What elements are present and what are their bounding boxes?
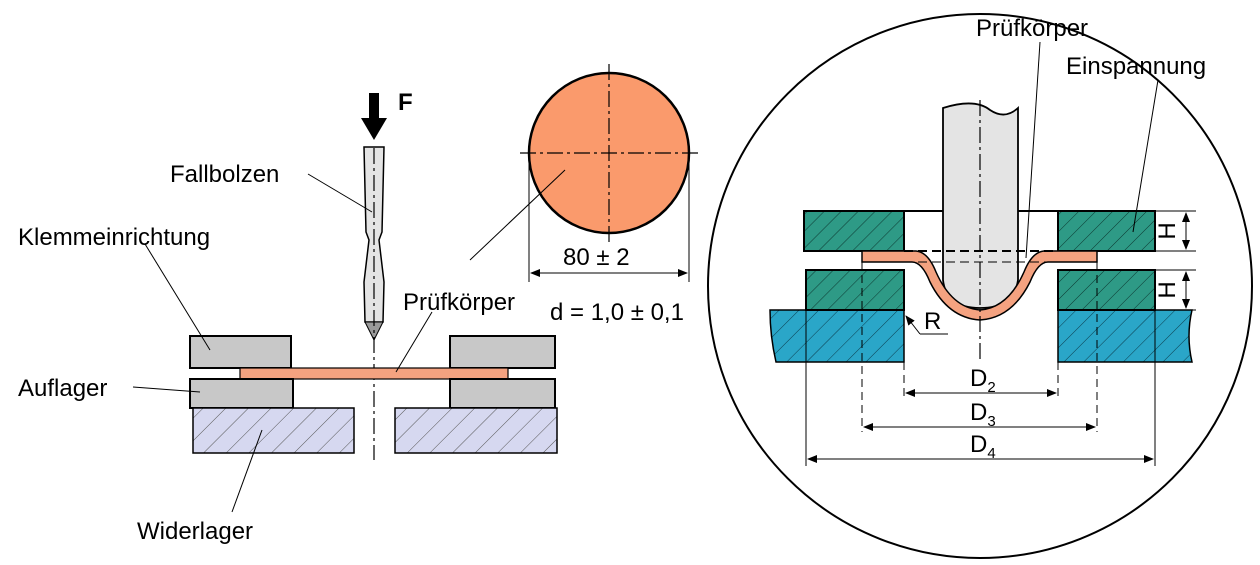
support-left [189,378,294,409]
leader-auflager [132,386,201,393]
label-radius: R [924,308,941,335]
abutment-right [394,407,558,454]
lower-clamp-right [1057,269,1156,311]
leader-widerlager [231,429,263,513]
leader-einspannung [1132,79,1159,233]
specimen-disc-view: 80 ± 2 d = 1,0 ± 0,1 [469,64,698,326]
abutment-left [192,407,355,454]
leader-disc-to-specimen [469,169,566,261]
label-d4: D4 [970,431,996,462]
lower-clamp-left [805,269,905,311]
dimension-thickness: d = 1,0 ± 0,1 [550,299,684,326]
dimension-diameter: 80 ± 2 [563,244,630,271]
label-h-top: H [1154,222,1181,239]
support-right [449,378,556,409]
label-widerlager: Widerlager [137,518,253,545]
specimen-plate [239,367,509,380]
label-pruefkoerper-right: Prüfkörper [976,15,1088,42]
label-klemmeinrichtung: Klemmeinrichtung [18,224,210,251]
label-d3: D3 [970,399,996,430]
label-einspannung: Einspannung [1066,53,1206,80]
leader-pruefkoerper-right [1025,41,1041,259]
label-d2: D2 [970,365,996,396]
label-pruefkoerper-left: Prüfkörper [403,289,515,316]
leader-klemmeinrichtung [144,243,211,351]
clamp-top-left [189,335,292,369]
force-label: F [398,89,413,116]
label-h-bottom: H [1154,281,1181,298]
detail-base-right [1057,309,1193,363]
leader-pruefkoerper-left [395,311,433,373]
label-fallbolzen: Fallbolzen [170,161,279,188]
radius-leader-arrow [905,315,921,335]
force-arrow [361,93,387,140]
clamp-top-right [449,335,556,369]
left-setup: F Fallbolzen Klemmeinrichtung Auflager W… [18,89,558,545]
leader-fallbolzen [307,173,373,213]
detail-view: D2 D3 D4 H H R Prüfkörper Einspannung [707,13,1253,559]
detail-base-left [769,309,905,363]
label-auflager: Auflager [18,375,107,402]
upper-clamp-left [803,210,905,252]
upper-clamp-right [1057,210,1156,252]
